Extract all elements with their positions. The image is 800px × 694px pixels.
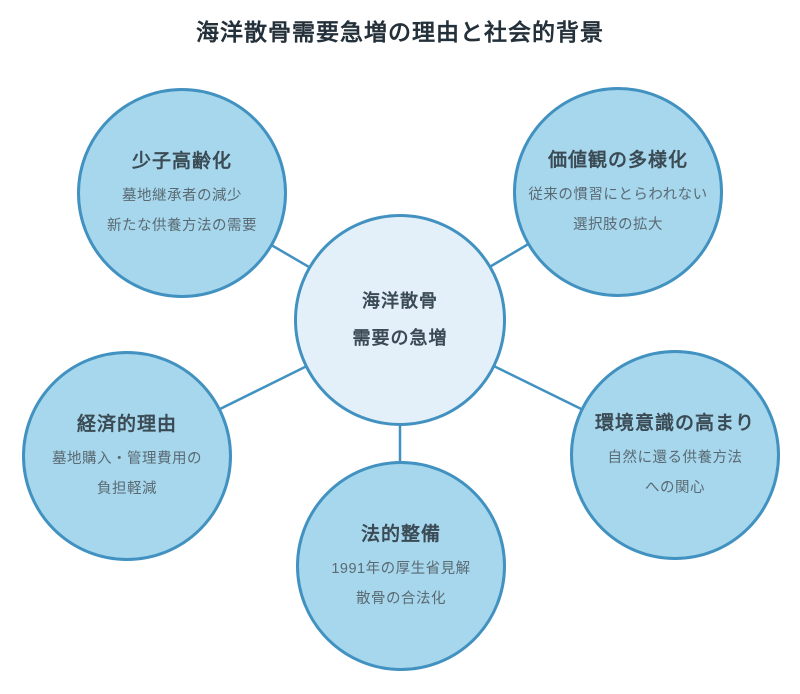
center-node-line2: 需要の急増 — [352, 328, 448, 348]
node-detail-line: 従来の慣習にとらわれない — [528, 186, 708, 203]
node-legal-framework: 法的整備 1991年の厚生省見解 散骨の合法化 — [296, 461, 506, 671]
node-title: 法的整備 — [360, 523, 441, 545]
node-title: 経済的理由 — [76, 413, 177, 435]
node-detail-line: 墓地継承者の減少 — [122, 187, 242, 204]
node-title: 環境意識の高まり — [594, 412, 755, 434]
center-node-ocean-scattering-demand: 海洋散骨 需要の急増 — [294, 214, 506, 426]
node-diversification-of-values: 価値観の多様化 従来の慣習にとらわれない 選択肢の拡大 — [513, 87, 723, 297]
node-detail-line: への関心 — [645, 479, 705, 496]
node-detail-line: 散骨の合法化 — [356, 590, 446, 607]
node-detail-line: 墓地購入・管理費用の — [52, 450, 202, 467]
node-detail-line: 新たな供養方法の需要 — [107, 217, 257, 234]
node-declining-birthrate-aging: 少子高齢化 墓地継承者の減少 新たな供養方法の需要 — [77, 88, 287, 298]
node-detail-line: 選択肢の拡大 — [573, 216, 663, 233]
node-environmental-awareness: 環境意識の高まり 自然に還る供養方法 への関心 — [570, 350, 780, 560]
node-title: 価値観の多様化 — [547, 149, 688, 171]
node-title: 少子高齢化 — [131, 150, 232, 172]
node-detail-line: 自然に還る供養方法 — [607, 449, 743, 466]
node-economic-reasons: 経済的理由 墓地購入・管理費用の 負担軽減 — [22, 351, 232, 561]
center-node-line1: 海洋散骨 — [362, 291, 438, 311]
diagram-title: 海洋散骨需要急増の理由と社会的背景 — [196, 19, 604, 45]
node-detail-line: 負担軽減 — [97, 480, 157, 497]
node-detail-line: 1991年の厚生省見解 — [331, 560, 471, 577]
